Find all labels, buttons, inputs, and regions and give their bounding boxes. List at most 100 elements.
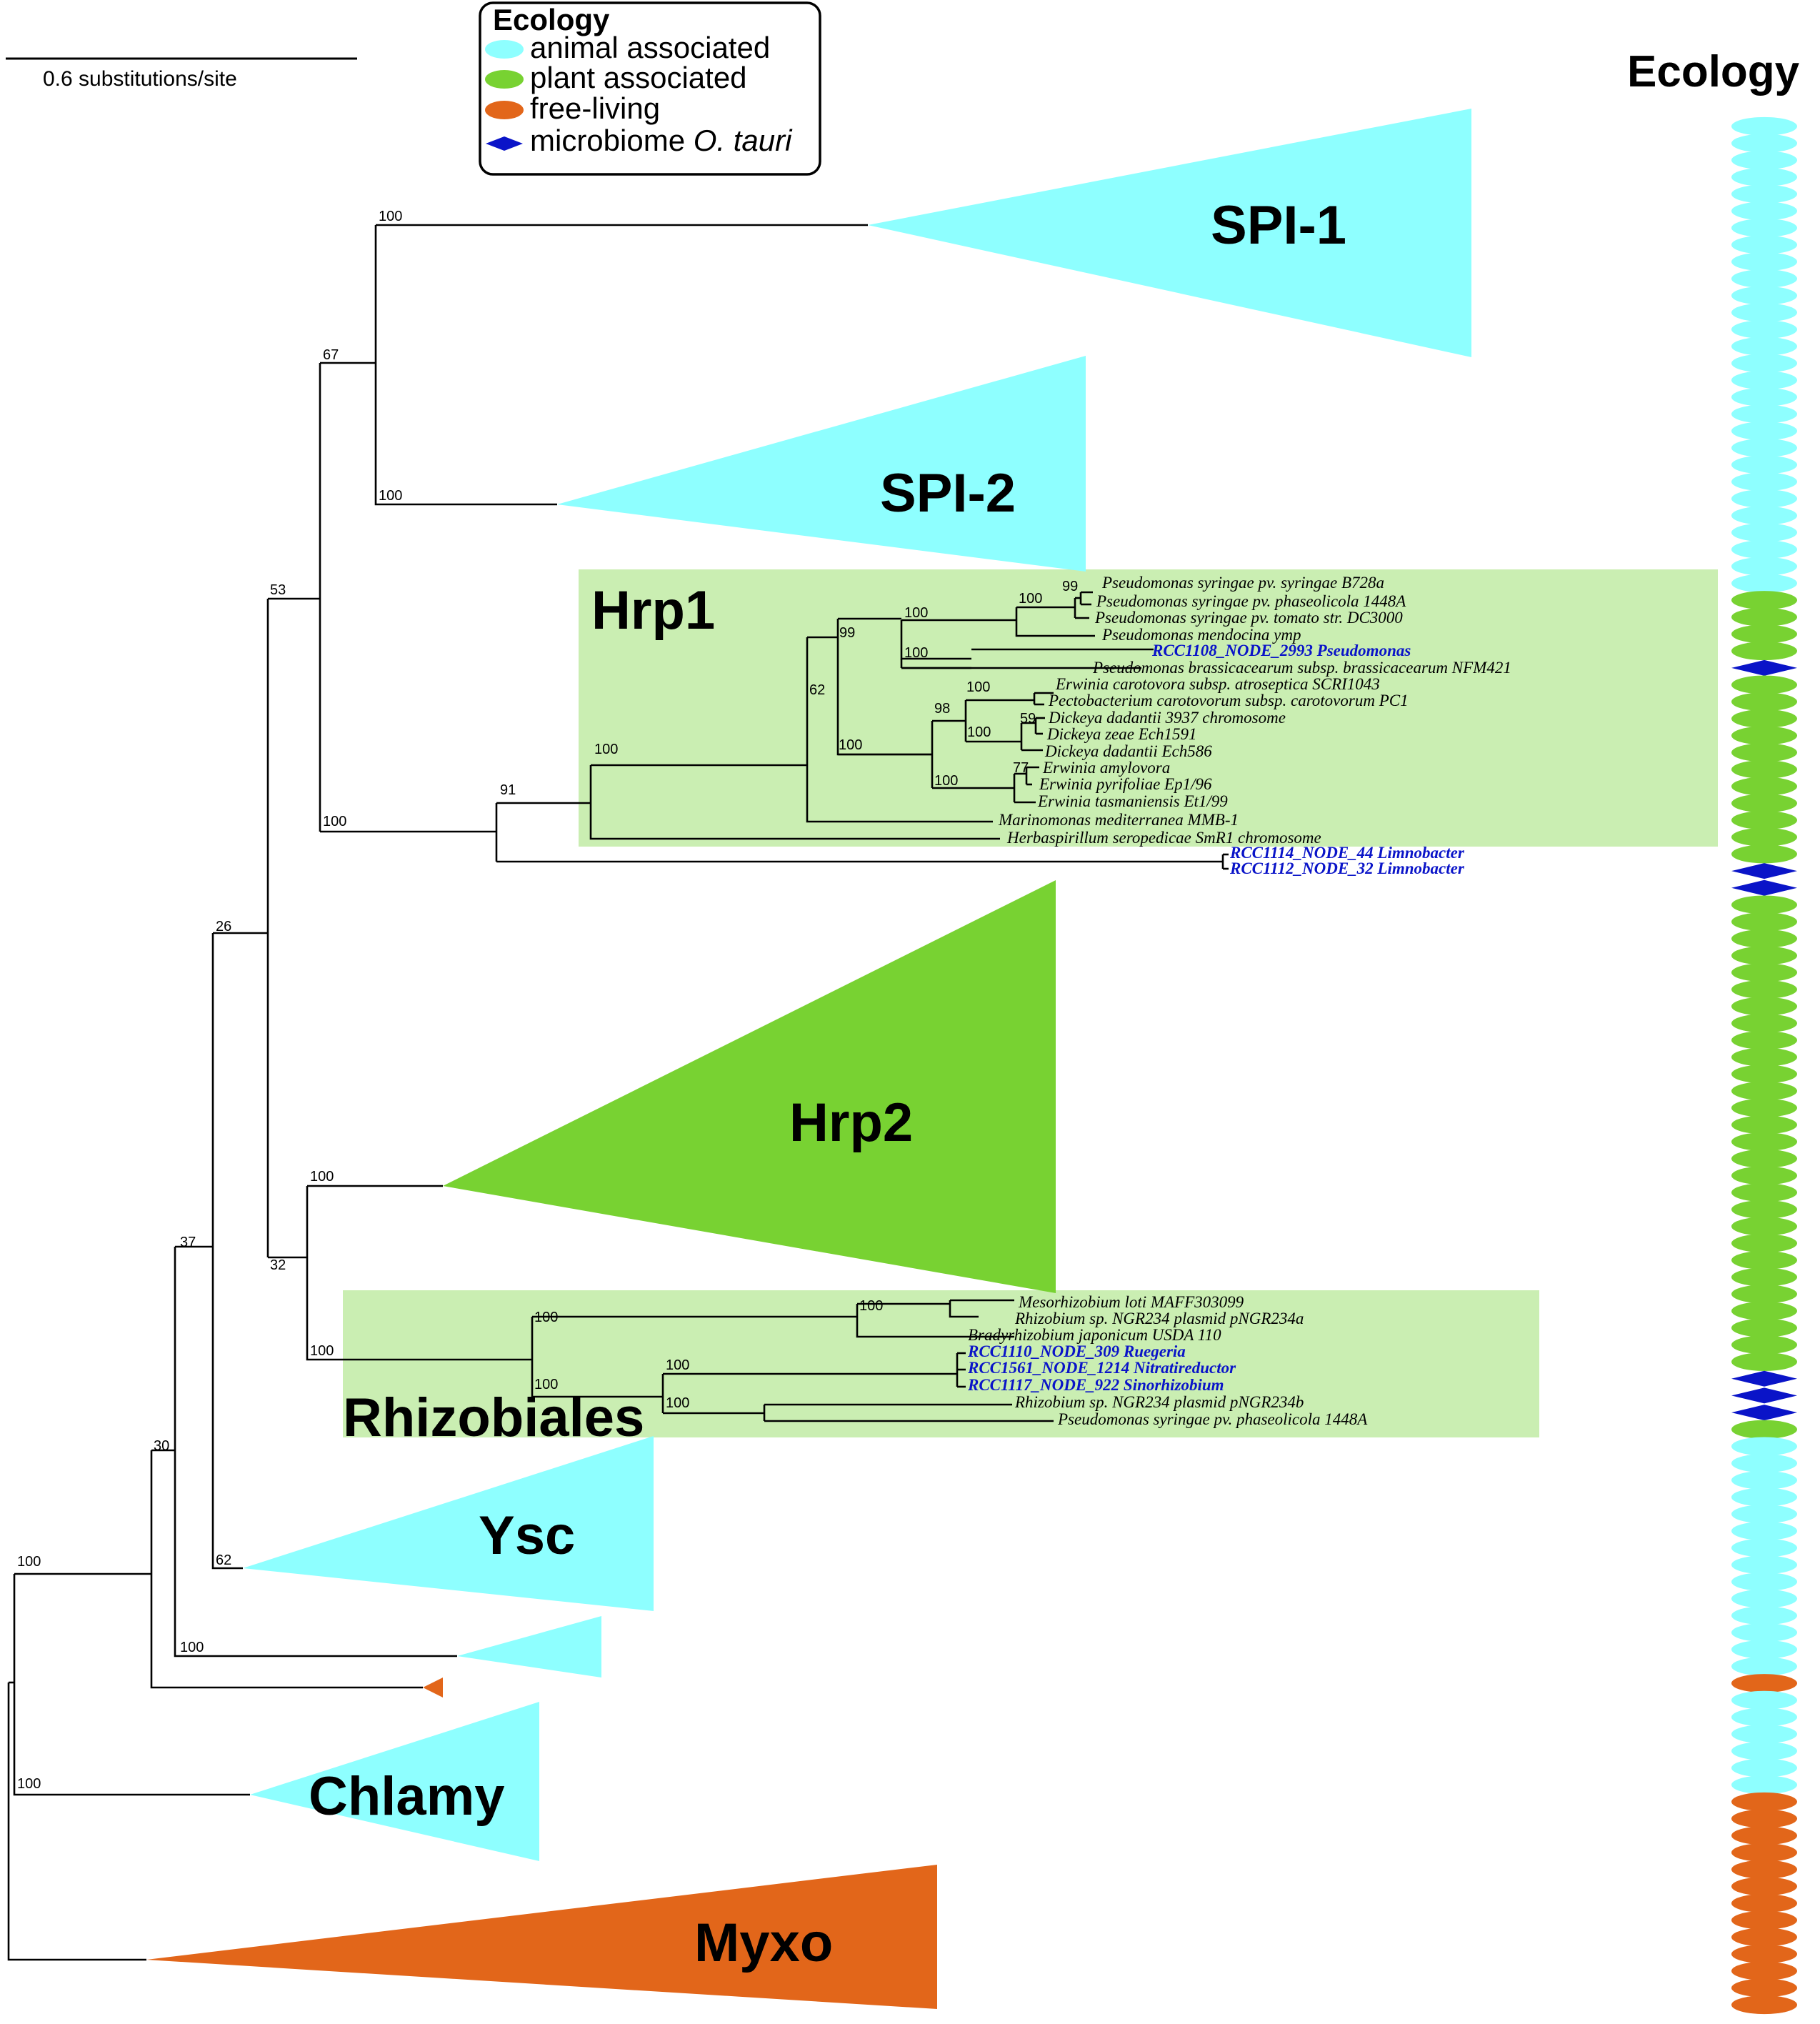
clade-label-spi2: SPI-2	[880, 463, 1016, 524]
legend-label-ot: microbiome O. tauri	[530, 124, 793, 157]
ecology-marker-animal	[1731, 1623, 1797, 1642]
ecology-marker-free	[1731, 1995, 1797, 2015]
ecology-marker-plant	[1731, 591, 1797, 610]
hrp2-triangle	[443, 880, 1056, 1293]
hrp1-leaf: Erwinia tasmaniensis Et1/99	[1037, 792, 1228, 810]
ecology-marker-plant	[1731, 1250, 1797, 1270]
ecology-marker-animal	[1731, 422, 1797, 441]
hrp1-leaf: Dickeya dadantii 3937 chromosome	[1048, 709, 1286, 727]
ecology-marker-animal	[1731, 320, 1797, 339]
support-77: 77	[1013, 760, 1029, 776]
scale-bar-label: 0.6 substitutions/site	[43, 67, 237, 91]
legend-label-plant: plant associated	[530, 61, 747, 94]
rhizo-leaf: RCC1117_NODE_922 Sinorhizobium	[967, 1376, 1224, 1394]
clade-label-chlamy: Chlamy	[309, 1766, 505, 1827]
support-hrp1: 100	[594, 742, 618, 757]
clade-label-spi1: SPI-1	[1211, 195, 1346, 256]
ecology-marker-animal	[1731, 201, 1797, 221]
ecology-marker-free	[1731, 1961, 1797, 1980]
ecology-marker-animal	[1731, 1538, 1797, 1557]
support-37: 37	[180, 1235, 196, 1250]
ecology-marker-animal	[1731, 489, 1797, 508]
legend-swatch-free	[485, 101, 524, 119]
ecology-marker-plant	[1731, 1014, 1797, 1033]
support-99-hrp1: 99	[839, 625, 855, 641]
hrp1-leaf: RCC1114_NODE_44 Limnobacter	[1229, 844, 1465, 862]
ecology-marker-plant	[1731, 1082, 1797, 1101]
ecology-marker-animal	[1731, 336, 1797, 356]
ecology-marker-plant	[1731, 1420, 1797, 1439]
ecology-marker-animal	[1731, 1572, 1797, 1591]
ecology-marker-animal	[1731, 472, 1797, 492]
ecology-marker-plant	[1731, 1301, 1797, 1320]
support-rh3: 100	[534, 1377, 558, 1392]
support-100-ps4: 100	[1019, 591, 1042, 607]
ecology-marker-plant	[1731, 692, 1797, 712]
ecology-marker-animal	[1731, 269, 1797, 289]
ecology-marker-animal	[1731, 1589, 1797, 1608]
ecology-marker-plant	[1731, 1217, 1797, 1236]
ecology-marker-plant	[1731, 827, 1797, 847]
hrp1-leaf: Pseudomonas mendocina ymp	[1101, 626, 1301, 644]
ecology-marker-plant	[1731, 1047, 1797, 1067]
ecology-marker-animal	[1731, 218, 1797, 237]
chlamy-triangle	[250, 1702, 539, 1861]
ecology-marker-plant	[1731, 963, 1797, 982]
clade-labels: SPI-1 SPI-2 Hrp1 Hrp2 Rhizobiales Ysc Ch…	[309, 195, 1346, 1973]
spi1-triangle	[868, 109, 1471, 357]
ecology-marker-plant	[1731, 777, 1797, 796]
ecology-marker-plant	[1731, 1183, 1797, 1202]
ecology-marker-animal	[1731, 286, 1797, 305]
ecology-marker-animal	[1731, 455, 1797, 474]
hrp1-leaf: Pseudomonas syringae pv. syringae B728a	[1101, 574, 1384, 592]
support-hrp1-outer: 100	[323, 814, 346, 829]
legend-label-text: plant associated	[530, 61, 747, 94]
ecology-marker-plant	[1731, 1352, 1797, 1372]
ecology-marker-animal	[1731, 371, 1797, 390]
ecology-marker-animal	[1731, 354, 1797, 373]
hrp1-leaf: RCC1112_NODE_32 Limnobacter	[1229, 859, 1465, 877]
ecology-marker-animal	[1731, 438, 1797, 457]
ecology-marker-animal	[1731, 404, 1797, 424]
ecology-marker-animal	[1731, 116, 1797, 136]
hrp1-leaf: Dickeya dadantii Ech586	[1044, 742, 1212, 760]
ecology-marker-animal	[1731, 523, 1797, 542]
ecology-marker-animal	[1731, 1758, 1797, 1778]
hrp1-leaf: Erwinia carotovora subsp. atroseptica SC…	[1055, 675, 1380, 693]
hrp1-leaf-labels: Pseudomonas syringae pv. syringae B728aP…	[998, 574, 1511, 877]
support-rh4: 100	[666, 1357, 689, 1373]
ecology-marker-plant	[1731, 1200, 1797, 1219]
hrp1-leaf: RCC1108_NODE_2993 Pseudomonas	[1151, 642, 1411, 659]
ecology-marker-plant	[1731, 1285, 1797, 1304]
ecology-marker-plant	[1731, 1234, 1797, 1253]
support-26: 26	[216, 919, 231, 934]
ecology-marker-animal	[1731, 303, 1797, 322]
rhizo-leaf: Rhizobium sp. NGR234 plasmid pNGR234b	[1014, 1393, 1304, 1411]
hrp1-leaf: Pectobacterium carotovorum subsp. caroto…	[1048, 692, 1409, 709]
ecology-marker-plant	[1731, 624, 1797, 644]
myxo-triangle	[146, 1865, 937, 2009]
ecology-marker-animal	[1731, 167, 1797, 186]
rhizo-leaf: Mesorhizobium loti MAFF303099	[1018, 1293, 1244, 1311]
support-100-erw: 100	[966, 679, 990, 695]
support-100-dick: 100	[967, 724, 991, 740]
ecology-marker-ot	[1731, 1387, 1797, 1404]
legend-label-text: animal associated	[530, 31, 770, 64]
ecology-marker-plant	[1731, 1098, 1797, 1117]
legend-swatch-ot	[486, 136, 523, 151]
ecology-column-title: Ecology	[1627, 47, 1800, 96]
ecology-marker-free	[1731, 1792, 1797, 1811]
ecology-marker-plant	[1731, 979, 1797, 999]
support-98: 98	[934, 701, 950, 717]
hrp1-leaf: Pseudomonas syringae pv. tomato str. DC3…	[1094, 609, 1403, 627]
clade-label-rhizobiales: Rhizobiales	[343, 1387, 644, 1448]
ecology-marker-ot	[1731, 863, 1797, 879]
ecology-marker-plant	[1731, 929, 1797, 948]
support-values: 100 100 30 37 26 53 67 100 100 100 91 10…	[17, 209, 1078, 1792]
ecology-marker-animal	[1731, 1487, 1797, 1507]
hrp1-box	[579, 569, 1718, 847]
rhizo-leaf: RCC1561_NODE_1214 Nitratireductor	[967, 1359, 1236, 1377]
ecology-marker-plant	[1731, 759, 1797, 779]
